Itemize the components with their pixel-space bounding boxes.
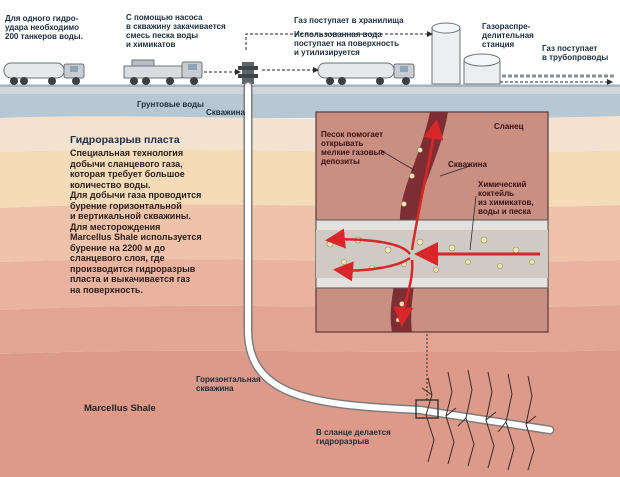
fracture-lines (421, 369, 537, 471)
label-groundwater: Грунтовые воды (137, 100, 204, 109)
wellhead (238, 62, 258, 84)
inset-view (315, 111, 549, 333)
fracking-description: Специальная технология добычи сланцевого… (70, 148, 202, 295)
label-well-top: Скважина (206, 108, 245, 117)
label-gas-storage: Газ поступает в хранилища (294, 16, 404, 25)
pump-truck (123, 59, 203, 85)
label-shale: Сланец (494, 122, 524, 131)
label-pump-note: С помощью насоса в скважину закачивается… (126, 13, 226, 49)
label-tankers-note: Для одного гидро- удара необходимо 200 т… (5, 14, 83, 41)
label-gas-pipeline: Газ поступает в трубопроводы (542, 44, 609, 62)
label-distribution-station: Газораспре- делительная станция (482, 22, 534, 49)
fracking-title: Гидроразрыв пласта (70, 134, 180, 146)
shale-stratum (0, 350, 620, 477)
storage-tanks (431, 22, 501, 85)
label-water-surface: Использованная вода поступает на поверхн… (294, 30, 400, 57)
well-bore-inner (245, 83, 553, 433)
tanker-truck-left (3, 62, 85, 85)
label-chemical-note: Химический коктейль из химикатов, воды и… (478, 180, 534, 216)
flow-arrow-top (245, 31, 433, 50)
label-well-inset: Скважина (448, 160, 487, 169)
surface-band (0, 84, 620, 94)
label-marcellus-shale: Marcellus Shale (84, 403, 156, 414)
label-horizontal-well: Горизонтальная скважина (196, 375, 261, 393)
label-fracking-note: В сланце делается гидроразрыв (316, 428, 391, 446)
label-sand-note: Песок помогает открывать мелкие газовые … (321, 130, 385, 166)
